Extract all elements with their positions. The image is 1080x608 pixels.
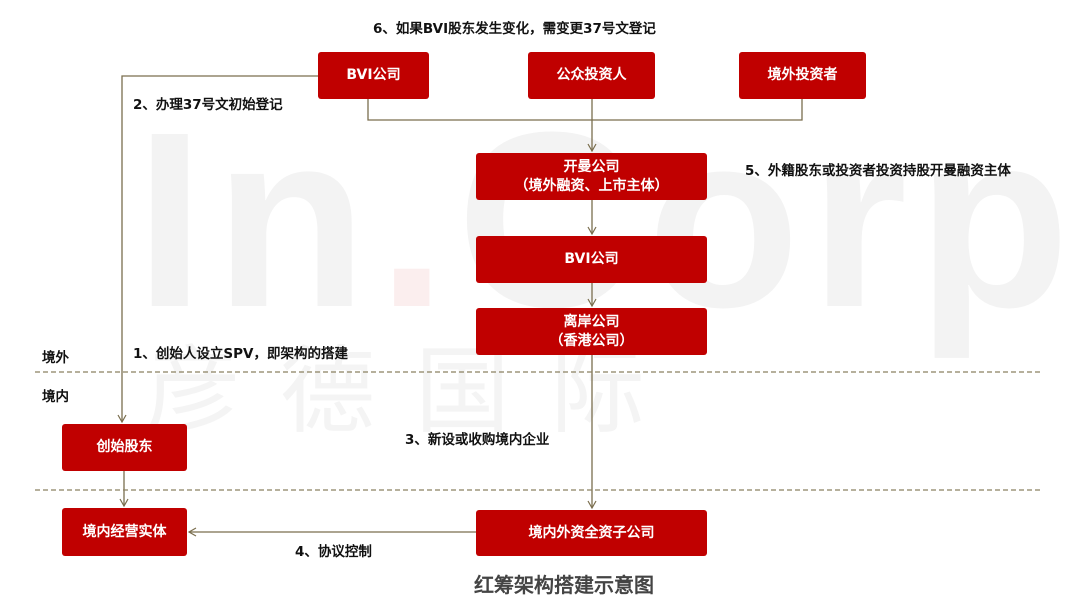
- box-public-investors: 公众投资人: [528, 52, 655, 99]
- box-sublabel: （境外融资、上市主体）: [514, 177, 669, 194]
- box-domestic-entity: 境内经营实体: [62, 508, 187, 556]
- step6-label: 6、如果BVI股东发生变化，需变更37号文登记: [373, 21, 656, 37]
- line-bvi-to-founder: [117, 75, 318, 424]
- box-label: 公众投资人: [556, 67, 627, 83]
- box-label: 境内外资全资子公司: [528, 524, 655, 541]
- box-sublabel: （香港公司）: [549, 332, 634, 349]
- box-label: 开曼公司: [563, 158, 620, 175]
- diagram-title: 红筹架构搭建示意图: [474, 573, 654, 597]
- box-cayman: 开曼公司 （境外融资、上市主体）: [476, 153, 707, 200]
- step1-label: 1、创始人设立SPV，即架构的搭建: [133, 346, 348, 362]
- watermark-cn: 彦德国际: [145, 339, 686, 445]
- box-founder-shareholders: 创始股东: [62, 424, 187, 471]
- zone-offshore-label: 境外: [42, 350, 69, 366]
- box-label: BVI公司: [564, 251, 619, 267]
- box-label: 创始股东: [96, 439, 153, 455]
- step4-label: 4、协议控制: [295, 544, 372, 560]
- box-label: 境内经营实体: [82, 523, 167, 540]
- step2-label: 2、办理37号文初始登记: [133, 97, 283, 113]
- step3-label: 3、新设或收购境内企业: [405, 432, 550, 448]
- watermark-brand: In.Corp: [135, 80, 1080, 359]
- box-offshore: 离岸公司 （香港公司）: [476, 308, 707, 355]
- box-label: 境外投资者: [767, 67, 838, 83]
- box-bvi-top: BVI公司: [318, 52, 429, 99]
- box-foreign-investors: 境外投资者: [739, 52, 866, 99]
- box-label: BVI公司: [346, 67, 401, 83]
- box-bvi-mid: BVI公司: [476, 236, 707, 283]
- box-wfoe: 境内外资全资子公司: [476, 510, 707, 556]
- line-investor-bus: [367, 99, 803, 121]
- box-label: 离岸公司: [563, 313, 620, 330]
- step5-label: 5、外籍股东或投资者投资持股开曼融资主体: [745, 163, 1011, 179]
- zone-onshore-label: 境内: [42, 389, 69, 405]
